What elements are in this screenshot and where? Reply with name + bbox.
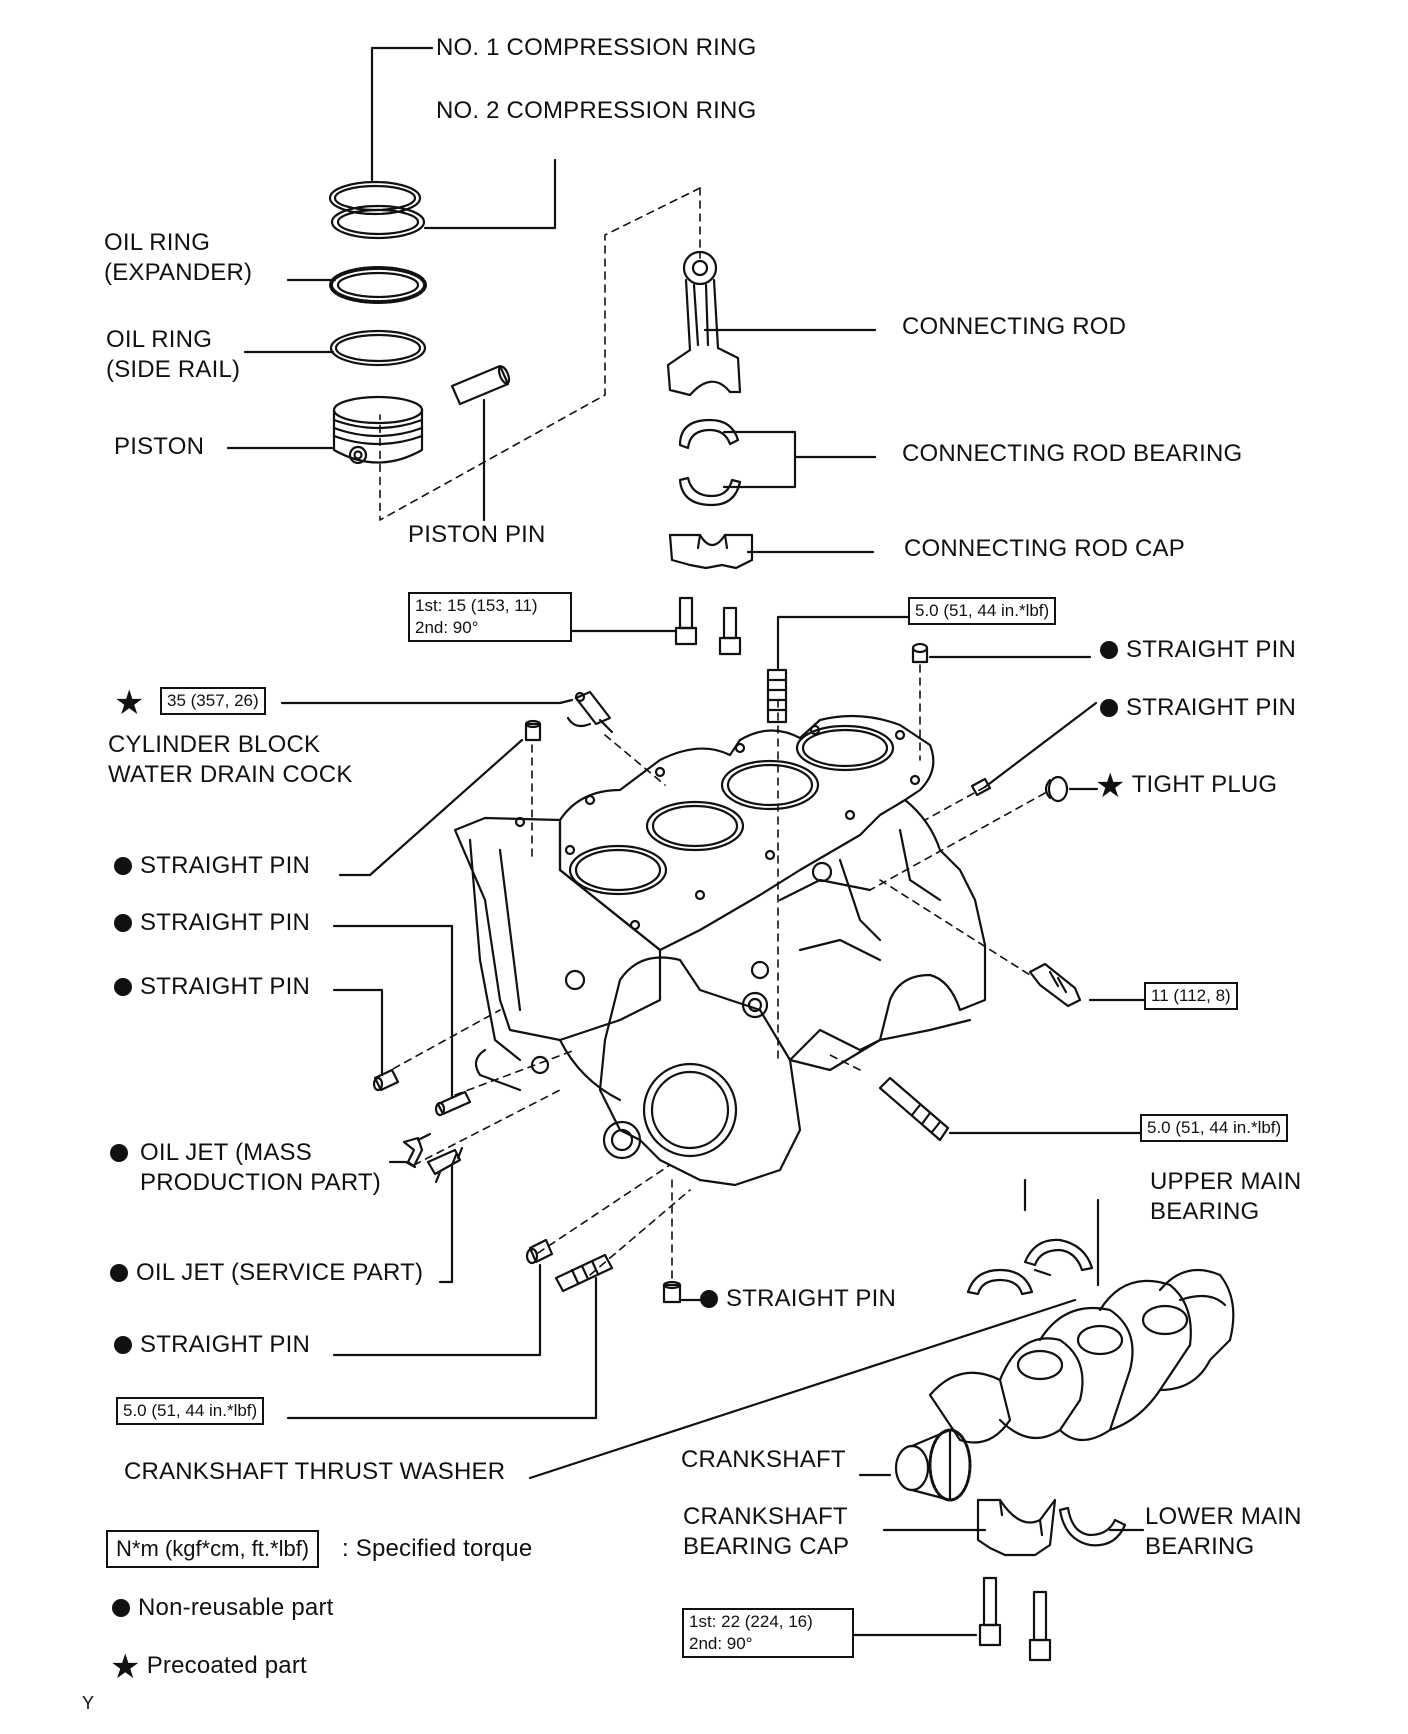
stud-top-art [766,668,788,724]
drain-cock-precoat-marker: ★ [114,684,151,722]
label-oil-jet-mass-production: OIL JET (MASS PRODUCTION PART) [140,1139,381,1196]
right-bolt-art [1028,962,1082,1008]
label-straight-pin-left-4: STRAIGHT PIN [114,1330,310,1360]
torque-stud-top: 5.0 (51, 44 in.*lbf) [908,597,1057,625]
label-connecting-rod-bearing: CONNECTING ROD BEARING [902,440,1243,467]
piston-art [332,395,424,465]
non-reusable-icon [112,1599,130,1617]
label-crankshaft-thrust-washer: CRANKSHAFT THRUST WASHER [124,1458,506,1485]
label-lower-main-bearing: LOWER MAIN BEARING [1145,1503,1302,1560]
label-crankshaft: CRANKSHAFT [681,1446,846,1473]
label-no1-compression-ring: NO. 1 COMPRESSION RING [436,34,757,61]
label-oil-jet-service: OIL JET (SERVICE PART) [110,1258,423,1288]
corner-mark: Y [82,1693,95,1713]
legend-precoated: ★Precoated part [110,1648,307,1686]
oil-jet-mass-production-marker [110,1138,136,1168]
label-piston-pin: PISTON PIN [408,521,546,548]
torque-main-cap-bolt: 1st: 22 (224, 16) 2nd: 90° [682,1608,854,1658]
non-reusable-icon [700,1290,718,1308]
crankshaft-bearing-cap-art [976,1498,1057,1557]
upper-main-bearing-art [966,1238,1094,1296]
legend-non-reusable: Non-reusable part [112,1593,334,1623]
main-cap-bolts-art [978,1576,1052,1662]
crankshaft-art [894,1268,1235,1502]
oil-jet-service-art [426,1146,464,1184]
connecting-rod-art [666,250,742,397]
label-straight-pin-top-right-2: STRAIGHT PIN [1100,693,1296,723]
torque-stud-right: 5.0 (51, 44 in.*lbf) [1140,1114,1289,1142]
non-reusable-icon [114,1336,132,1354]
label-no2-compression-ring: NO. 2 COMPRESSION RING [436,97,757,124]
oil-ring-side-rail-art [329,329,427,367]
cylinder-block-art [453,714,987,1187]
precoated-star-icon: ★ [110,1648,141,1686]
straight-pin-left-1-art [524,719,542,742]
label-upper-main-bearing: UPPER MAIN BEARING [1150,1168,1302,1225]
label-cylinder-block-water-drain-cock: CYLINDER BLOCK WATER DRAIN COCK [108,731,353,788]
label-crankshaft-bearing-cap: CRANKSHAFT BEARING CAP [683,1503,850,1560]
non-reusable-icon [1100,641,1118,659]
label-oil-ring-side-rail: OIL RING (SIDE RAIL) [106,326,241,383]
non-reusable-icon [110,1144,128,1162]
torque-stud-left: 5.0 (51, 44 in.*lbf) [116,1397,265,1425]
oil-jet-mass-production-art [402,1132,432,1168]
label-straight-pin-center: STRAIGHT PIN [700,1284,896,1314]
non-reusable-icon [114,857,132,875]
straight-pin-top-right-art [911,642,992,797]
connecting-rod-bearing-art [678,418,742,507]
torque-right-bolt: 11 (112, 8) [1144,982,1238,1010]
straight-pin-left-3-art [372,1068,400,1092]
straight-pin-center-art [662,1280,682,1304]
torque-drain-cock: 35 (357, 26) [160,687,266,715]
stud-right-art [878,1076,950,1142]
non-reusable-icon [110,1264,128,1282]
oil-ring-expander-art [329,266,427,304]
non-reusable-icon [114,914,132,932]
label-straight-pin-left-1: STRAIGHT PIN [114,851,310,881]
label-connecting-rod: CONNECTING ROD [902,313,1127,340]
label-straight-pin-top-right-1: STRAIGHT PIN [1100,635,1296,665]
lower-main-bearing-art [1058,1506,1127,1547]
connecting-rod-cap-art [668,533,754,570]
label-piston: PISTON [114,433,205,460]
no2-compression-ring-art [330,204,426,240]
non-reusable-icon [114,978,132,996]
non-reusable-icon [1100,699,1118,717]
label-oil-ring-expander: OIL RING (EXPANDER) [104,229,253,286]
legend-torque-unit-box: N*m (kgf*cm, ft.*lbf) [106,1530,320,1568]
label-tight-plug: ★TIGHT PLUG [1095,767,1278,805]
drain-cock-art [566,690,614,734]
assembly-dash-lines [379,187,1046,1283]
straight-pin-left-4-art [525,1238,554,1265]
straight-pin-left-2-art [434,1090,472,1117]
precoated-star-icon: ★ [1095,767,1126,805]
label-straight-pin-left-2: STRAIGHT PIN [114,908,310,938]
leader-lines [226,46,1150,1637]
piston-pin-art [450,364,511,406]
legend-torque-desc: : Specified torque [342,1535,533,1562]
tight-plug-art [1044,775,1069,803]
label-connecting-rod-cap: CONNECTING ROD CAP [904,535,1185,562]
label-straight-pin-left-3: STRAIGHT PIN [114,972,310,1002]
torque-conrod-bolt: 1st: 15 (153, 11) 2nd: 90° [408,592,572,642]
connecting-rod-bolts-art [674,596,742,656]
stud-left-art [554,1253,614,1293]
precoated-star-icon: ★ [114,684,145,722]
